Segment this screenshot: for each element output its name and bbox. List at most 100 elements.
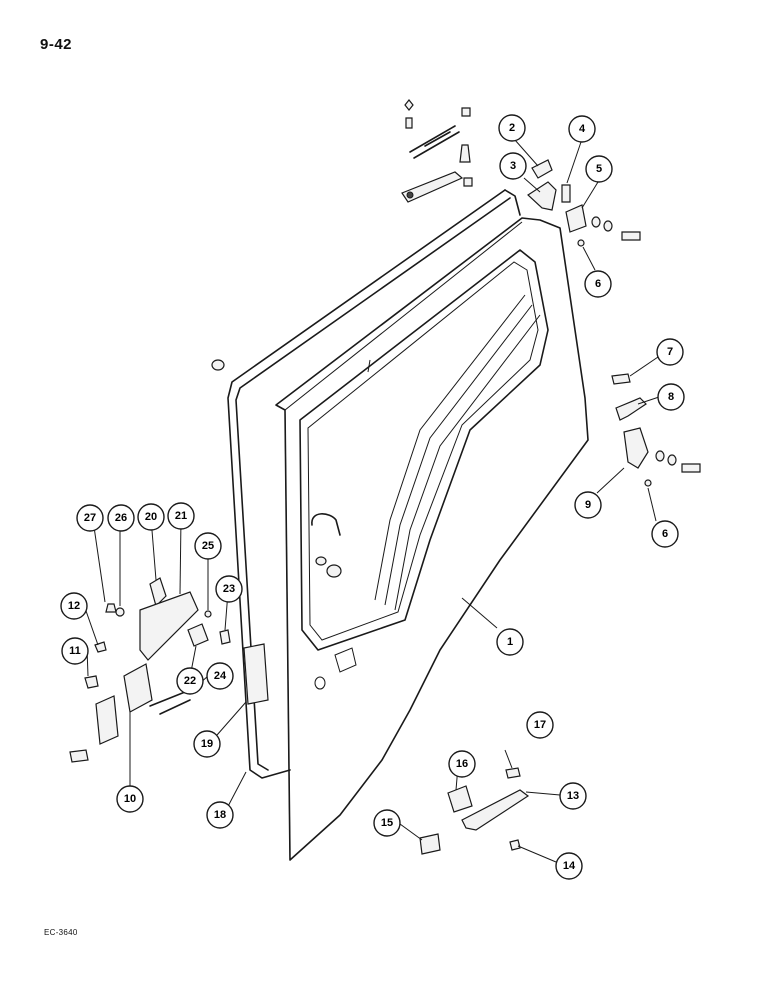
outer-handle-assembly [419, 767, 530, 855]
callout-circle [116, 785, 144, 813]
callout-circle [584, 270, 612, 298]
lock-hole [314, 676, 326, 690]
callout-19: 19 [193, 730, 221, 758]
bushing [326, 564, 342, 578]
callout-circle [585, 155, 613, 183]
callout-12: 12 [60, 592, 88, 620]
callout-label: 9 [585, 499, 591, 511]
callout-label: 14 [563, 860, 576, 872]
callout-10: 10 [116, 785, 144, 813]
callout-circle [496, 628, 524, 656]
callout-7: 7 [656, 338, 684, 366]
callout-20: 20 [137, 503, 165, 531]
page-number: 9-42 [40, 36, 73, 53]
callout-label: 6 [595, 278, 601, 290]
callout-26: 26 [107, 504, 135, 532]
callout-circle [574, 491, 602, 519]
callout-2: 2 [498, 114, 526, 142]
callout-8: 8 [657, 383, 685, 411]
callout-circle [526, 711, 554, 739]
callout-label: 16 [456, 758, 468, 770]
callout-18: 18 [206, 801, 234, 829]
callout-13: 13 [559, 782, 587, 810]
inner-grab-handle [311, 513, 341, 536]
callout-circle [215, 575, 243, 603]
callout-25: 25 [194, 532, 222, 560]
callout-label: 27 [84, 512, 96, 524]
callout-label: 4 [579, 123, 586, 135]
callout-label: 24 [214, 670, 227, 682]
callout-22: 22 [176, 667, 204, 695]
callout-5: 5 [585, 155, 613, 183]
callout-label: 23 [223, 583, 235, 595]
callout-label: 20 [145, 511, 157, 523]
callout-circle [498, 114, 526, 142]
callout-circle [657, 383, 685, 411]
callout-circle [559, 782, 587, 810]
callout-label: 6 [662, 528, 668, 540]
callout-label: 1 [507, 636, 513, 648]
callout-4: 4 [568, 115, 596, 143]
callout-circle [193, 730, 221, 758]
callout-27: 27 [76, 504, 104, 532]
callout-circle [167, 502, 195, 530]
callout-23: 23 [215, 575, 243, 603]
callout-circle [60, 592, 88, 620]
callout-circle [194, 532, 222, 560]
callout-label: 25 [202, 540, 214, 552]
callout-circle [61, 637, 89, 665]
callout-6: 6 [584, 270, 612, 298]
callout-label: 5 [596, 163, 602, 175]
callout-label: 3 [510, 160, 516, 172]
callout-label: 22 [184, 675, 196, 687]
grommet [315, 556, 327, 566]
callout-15: 15 [373, 809, 401, 837]
callout-17: 17 [526, 711, 554, 739]
callout-label: 17 [534, 719, 546, 731]
callout-label: 13 [567, 790, 579, 802]
callout-1: 1 [496, 628, 524, 656]
latch-opening [334, 647, 357, 673]
callout-3: 3 [499, 152, 527, 180]
upper-hinge [527, 159, 641, 247]
door-panel [275, 217, 589, 861]
callout-circle [137, 503, 165, 531]
callout-11: 11 [61, 637, 89, 665]
callout-circle [76, 504, 104, 532]
callout-circle [176, 667, 204, 695]
lower-hinge [611, 373, 701, 487]
callout-circle [651, 520, 679, 548]
figure-code: EC-3640 [44, 928, 78, 937]
callout-label: 8 [668, 391, 674, 403]
callout-label: 10 [124, 793, 136, 805]
callout-circle [373, 809, 401, 837]
callout-label: 19 [201, 738, 213, 750]
callout-circle [656, 338, 684, 366]
callout-label: 15 [381, 817, 393, 829]
callout-label: 2 [509, 122, 515, 134]
callout-label: 11 [69, 645, 81, 657]
callout-label: 26 [115, 512, 127, 524]
gas-strut-assembly [401, 99, 473, 203]
callout-circle [555, 852, 583, 880]
callout-circle [206, 801, 234, 829]
callout-14: 14 [555, 852, 583, 880]
bump-stop [211, 359, 225, 371]
callout-label: 18 [214, 809, 226, 821]
callout-circle [206, 662, 234, 690]
leader-lines [84, 139, 660, 863]
callout-9: 9 [574, 491, 602, 519]
door-seal [227, 189, 521, 779]
callout-21: 21 [167, 502, 195, 530]
window-frame [299, 249, 549, 651]
callout-label: 12 [68, 600, 80, 612]
callout-6: 6 [651, 520, 679, 548]
callout-circle [107, 504, 135, 532]
callouts: 1 2 3 4 5 6 6 7 8 9 10 11 12 13 14 15 16… [60, 114, 685, 880]
callout-label: 21 [175, 510, 187, 522]
callout-24: 24 [206, 662, 234, 690]
callout-16: 16 [448, 750, 476, 778]
callout-circle [448, 750, 476, 778]
lock-latch-assembly [69, 577, 269, 763]
